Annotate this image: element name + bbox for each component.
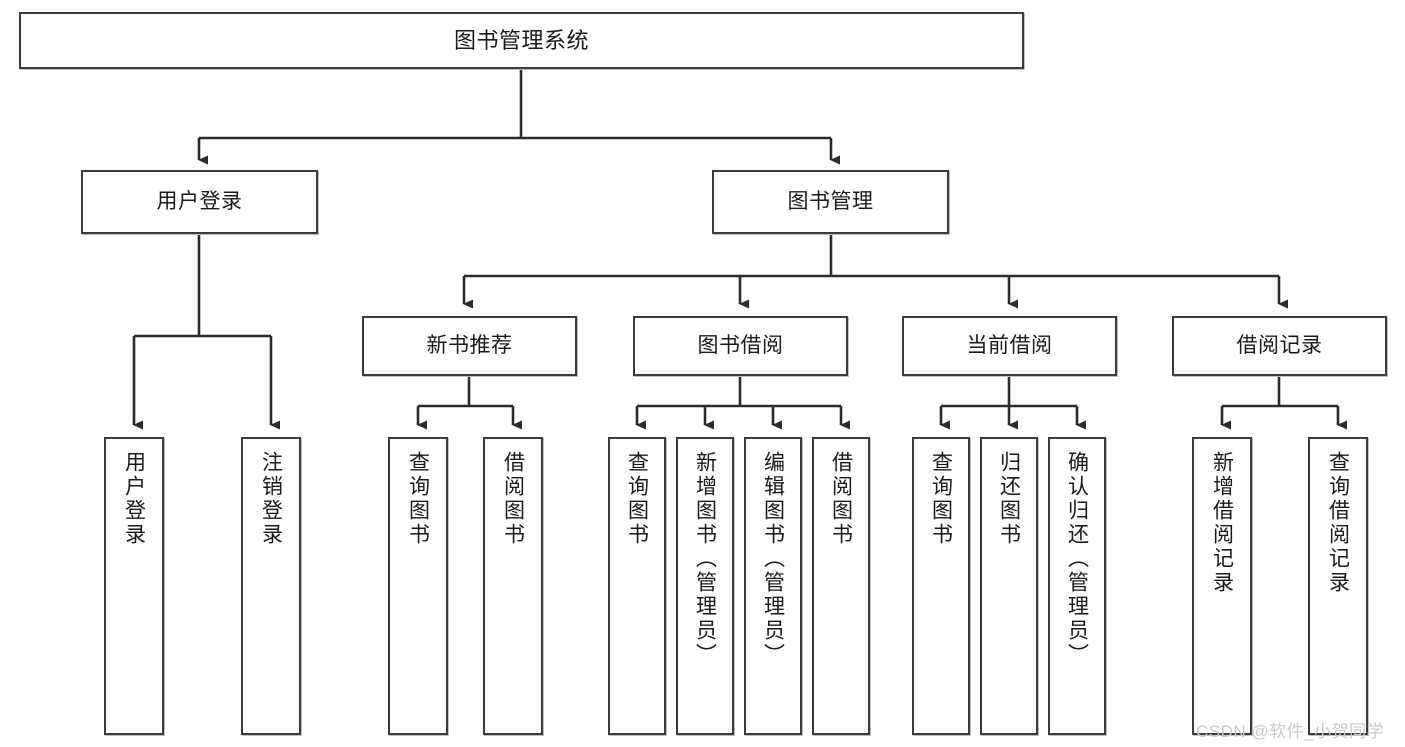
node-label: 用户登录 (122, 451, 146, 547)
node-label: 当前借阅 (966, 333, 1053, 357)
watermark-csdn: CSDN @软件_小贺同学 (1196, 722, 1385, 741)
leaf-borrow-edit-book-admin[interactable]: 编辑图书（管理员） (744, 437, 802, 735)
leaf-borrow-query-book[interactable]: 查询图书 (608, 437, 666, 735)
node-label: 借阅图书 (829, 451, 853, 547)
leaf-recommend-query-book[interactable]: 查询图书 (388, 437, 448, 735)
node-label: 查询图书 (625, 451, 649, 547)
node-label: 编辑图书（管理员） (761, 451, 785, 667)
node-borrow-record[interactable]: 借阅记录 (1172, 316, 1387, 376)
node-label: 用户登录 (156, 189, 243, 213)
leaf-current-query-book[interactable]: 查询图书 (912, 437, 970, 735)
node-label: 归还图书 (997, 451, 1021, 547)
node-root-system[interactable]: 图书管理系统 (19, 12, 1024, 69)
leaf-borrow-add-book-admin[interactable]: 新增图书（管理员） (676, 437, 734, 735)
leaf-current-return-book[interactable]: 归还图书 (980, 437, 1038, 735)
leaf-record-query-record[interactable]: 查询借阅记录 (1308, 437, 1368, 735)
leaf-user-login-login[interactable]: 用户登录 (104, 437, 164, 735)
node-label: 新增图书（管理员） (693, 451, 717, 667)
leaf-record-add-record[interactable]: 新增借阅记录 (1192, 437, 1252, 735)
leaf-user-login-logout[interactable]: 注销登录 (241, 437, 301, 735)
node-label: 新书推荐 (426, 333, 513, 357)
node-book-management[interactable]: 图书管理 (712, 170, 949, 234)
node-label: 新增借阅记录 (1210, 451, 1234, 595)
leaf-recommend-borrow-book[interactable]: 借阅图书 (483, 437, 543, 735)
node-book-borrow[interactable]: 图书借阅 (633, 316, 848, 376)
node-user-login[interactable]: 用户登录 (81, 170, 318, 234)
node-label: 图书借阅 (697, 333, 784, 357)
node-current-borrow[interactable]: 当前借阅 (902, 316, 1117, 376)
leaf-current-confirm-return-admin[interactable]: 确认归还（管理员） (1048, 437, 1106, 735)
node-label: 查询图书 (929, 451, 953, 547)
leaf-borrow-borrow-book[interactable]: 借阅图书 (812, 437, 870, 735)
node-label: 查询图书 (406, 451, 430, 547)
node-label: 注销登录 (259, 451, 283, 547)
node-label: 图书管理系统 (453, 27, 589, 53)
node-label: 借阅图书 (501, 451, 525, 547)
node-label: 图书管理 (787, 189, 874, 213)
node-label: 确认归还（管理员） (1065, 451, 1089, 667)
node-label: 借阅记录 (1236, 333, 1323, 357)
node-label: 查询借阅记录 (1326, 451, 1350, 595)
node-new-book-recommend[interactable]: 新书推荐 (362, 316, 577, 376)
